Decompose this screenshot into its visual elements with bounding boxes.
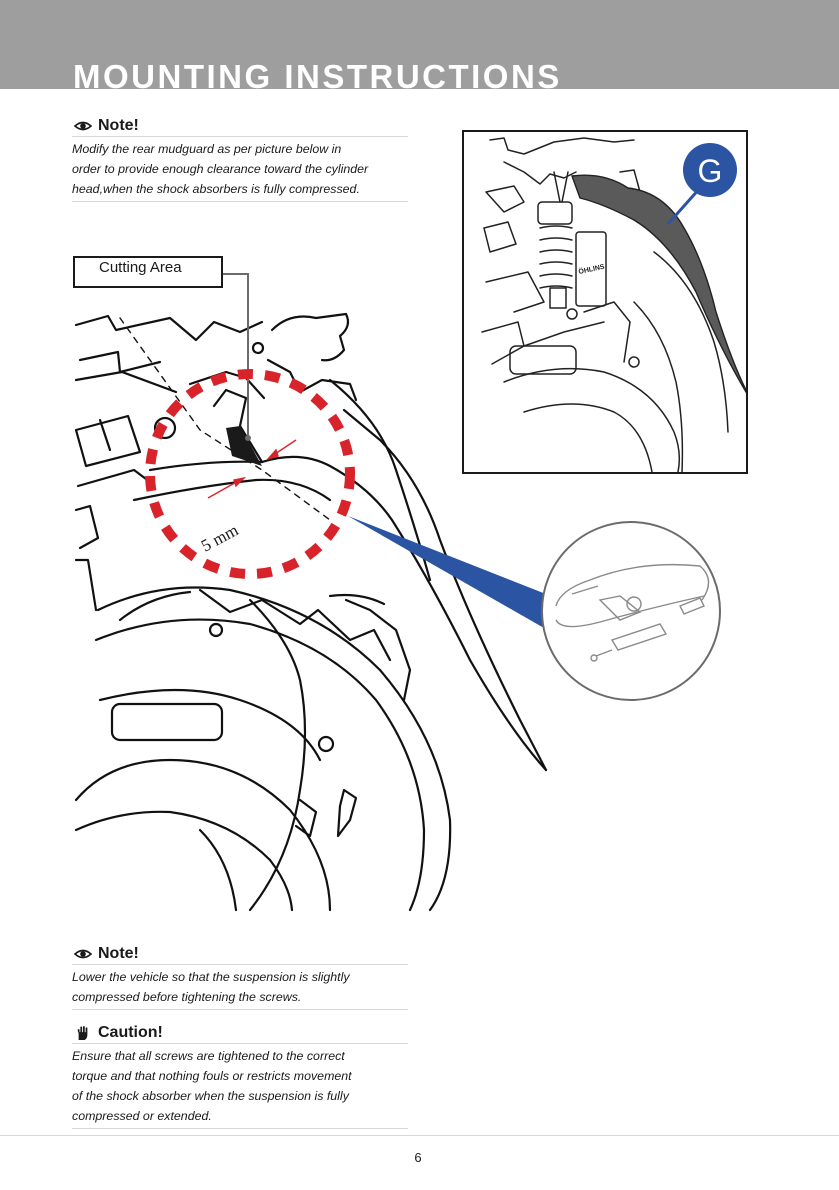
detail-circle [541, 521, 721, 701]
inset-image-g: ÖHLINS G [462, 130, 748, 474]
g-badge-letter: G [698, 153, 723, 189]
caution-heading: Caution! [72, 1023, 408, 1044]
note-label-2: Note! [98, 945, 139, 962]
callout-leader-line [222, 273, 249, 438]
caution-label: Caution! [98, 1024, 163, 1041]
brand-text: ÖHLINS [578, 262, 606, 276]
note-text-2: Lower the vehicle so that the suspension… [72, 965, 408, 1010]
eye-icon [74, 949, 92, 959]
note-heading-1: Note! [72, 116, 408, 137]
inset-illustration: ÖHLINS G [481, 137, 746, 472]
zoom-circle [145, 369, 355, 579]
eye-icon [74, 121, 92, 131]
caution-text: Ensure that all screws are tightened to … [72, 1044, 408, 1129]
page-title: MOUNTING INSTRUCTIONS [73, 58, 562, 89]
callout-leader-dot [245, 435, 251, 441]
detail-connector [348, 516, 556, 628]
cut-area-shape [226, 426, 262, 466]
page-number: 6 [414, 1150, 422, 1165]
note-label-1: Note! [98, 117, 139, 134]
mudguard-illustration: 5 mm [74, 273, 721, 912]
dimension-label: 5 mm [198, 520, 242, 555]
dimension-arrows [207, 439, 297, 499]
note-heading-2: Note! [72, 944, 408, 965]
caution-box: Caution! Ensure that all screws are tigh… [72, 1023, 408, 1129]
hand-icon [77, 1026, 88, 1040]
note-box-1: Note! Modify the rear mudguard as per pi… [72, 116, 408, 202]
cutting-area-callout: Cutting Area [73, 256, 223, 288]
footer-divider [0, 1135, 839, 1136]
g-badge [683, 143, 737, 197]
page-header: MOUNTING INSTRUCTIONS [0, 0, 839, 89]
g-leader-line [666, 187, 702, 225]
mudguard-shape [571, 174, 746, 394]
note-text-1: Modify the rear mudguard as per picture … [72, 137, 408, 202]
cutting-area-label: Cutting Area [99, 259, 182, 276]
note-box-2: Note! Lower the vehicle so that the susp… [72, 944, 408, 1010]
hose-detail-art [555, 563, 710, 662]
